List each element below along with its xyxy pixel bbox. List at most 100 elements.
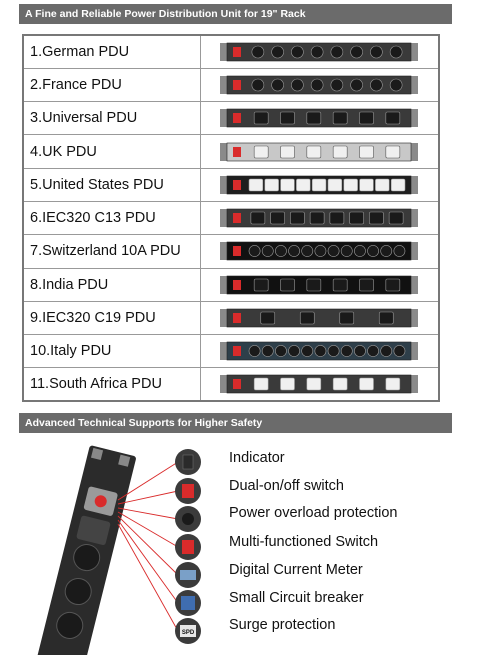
outlet [385,145,401,158]
pdu-name: 1.German PDU [22,34,201,69]
power-switch [233,379,242,390]
pdu-row: 9.IEC320 C19 PDU [22,300,440,336]
pdu-row: 10.Italy PDU [22,334,440,369]
outlet [350,45,364,59]
outlet [329,211,345,225]
outlet [262,245,275,258]
outlet [254,378,269,391]
power-switch [233,279,242,290]
pdu-image-cell [199,334,440,369]
feature-label: Multi-functioned Switch [229,534,379,550]
pdu-name: 9.IEC320 C19 PDU [22,300,201,336]
outlet [306,145,322,158]
outlet [314,245,327,258]
outlet [385,278,401,292]
outlet [311,78,324,92]
outlet [359,378,375,391]
outlet [271,78,285,92]
mount-ear [220,309,228,328]
outlet [301,245,314,258]
outlet [333,378,348,391]
pdu-image-cell [199,67,440,103]
feature-label: Small Circuit breaker [229,590,364,606]
outlet [341,245,354,258]
pdu-name: 6.IEC320 C13 PDU [22,200,201,236]
outlet [343,178,359,192]
outlet [254,278,269,292]
pdu-image [220,242,419,261]
mount-ear [220,275,228,294]
pdu-image [220,142,419,161]
pdu-row: 8.India PDU [22,267,440,302]
outlet [330,45,344,59]
power-switch [233,346,242,357]
outlet [359,111,375,125]
outlet [359,178,375,192]
outlet [280,145,296,158]
power-switch [233,46,242,57]
power-switch [233,146,242,157]
outlet [350,78,364,92]
pdu-image-cell [199,367,440,402]
outlet [262,345,275,358]
mount-ear [411,175,419,194]
mount-ear [411,375,419,394]
outlet [300,311,315,325]
outlet [249,245,261,258]
outlet [367,245,380,258]
outlet [393,245,406,258]
outlet [290,211,306,225]
pdu-image-cell [199,34,440,69]
outlet [328,345,340,358]
pdu-name: 11.South Africa PDU [22,367,201,402]
mount-ear [220,342,228,361]
pdu-row: 1.German PDU [22,34,440,69]
outlet [328,178,343,192]
outlet [333,278,348,292]
spd-label: SPD [182,630,195,636]
power-switch [233,246,242,257]
mount-ear [411,75,419,94]
outlet [306,111,322,125]
pdu-image [220,42,419,62]
outlet [296,178,311,192]
pdu-image [220,342,419,361]
feature-label: Dual-on/off switch [229,478,344,494]
outlet [280,178,296,192]
outlet [271,45,285,59]
outlet [369,211,385,225]
pdu-image-cell [199,134,440,169]
outlet [254,145,269,158]
outlet [301,345,314,358]
outlet [291,78,305,92]
outlet [330,78,344,92]
outlet [280,278,296,292]
outlet [328,245,340,258]
outlet [341,345,354,358]
outlet [333,111,348,125]
feature-label: Digital Current Meter [229,562,363,578]
mount-ear [411,275,419,294]
outlet [339,311,355,325]
pdu-name: 2.France PDU [22,67,201,103]
outlet [367,345,380,358]
mount-hole [90,447,104,461]
mount-ear [220,175,228,194]
outlet [270,211,286,225]
pdu-image-cell [199,267,440,302]
outlet [375,178,390,192]
pdu-image [220,275,419,295]
outlet [314,345,327,358]
pdu-name: 5.United States PDU [22,167,201,202]
mount-ear [220,42,228,61]
outlet [333,145,348,158]
pdu-image [220,308,419,328]
power-switch [233,213,242,224]
pdu-row: 7.Switzerland 10A PDU [22,234,440,269]
outlet [288,345,301,358]
mount-ear [411,142,419,161]
mount-hole [118,454,131,467]
pdu-image-cell [199,167,440,202]
pdu-name: 8.India PDU [22,267,201,302]
